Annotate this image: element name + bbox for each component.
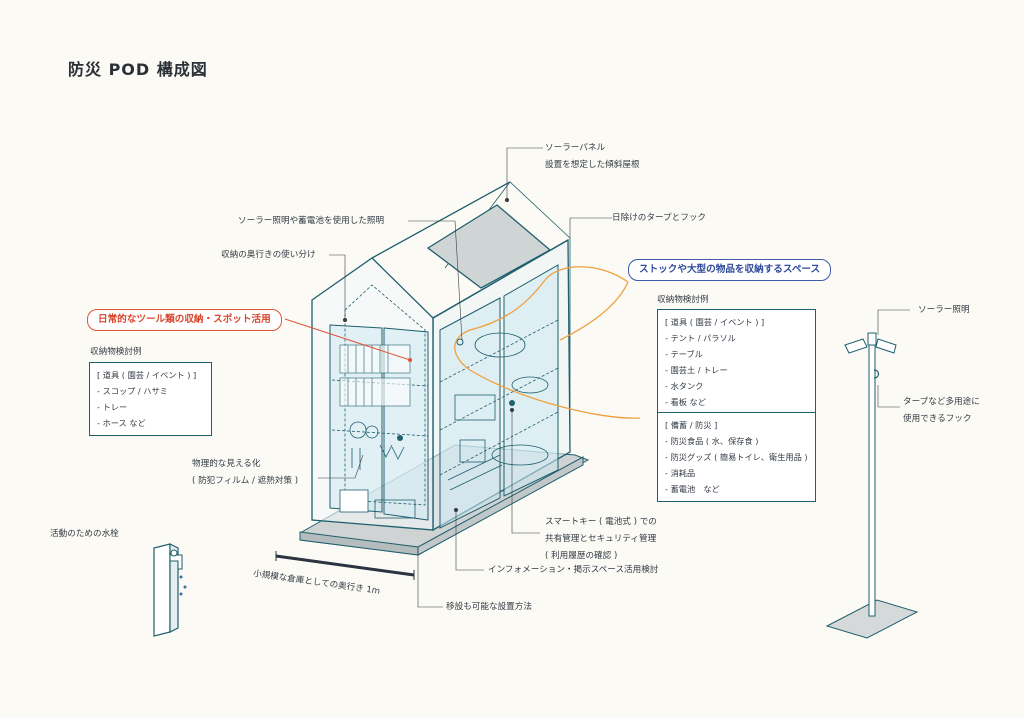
left-list-group: [ 道具 ( 園芸 / イベント ) ] — [97, 370, 197, 380]
left-list-item: ホース など — [97, 415, 205, 431]
right-list-item: 防災食品 ( 水、保存食 ) — [665, 433, 809, 449]
right-list-group1: [ 道具 ( 園芸 / イベント ) ] — [665, 317, 765, 327]
right-list-item: 看板 など — [665, 394, 809, 410]
pod-body — [311, 181, 571, 532]
callout-depth-division: 収納の奥行きの使い分け — [221, 250, 316, 260]
solar-light-pole — [825, 332, 919, 639]
highlight-daily-tools: 日常的なツール類の収納・スポット活用 — [87, 309, 282, 331]
callout-water-tap: 活動のための水栓 — [50, 529, 119, 539]
red-leader — [284, 318, 411, 361]
callout-solar-panel-line1: ソーラーパネル — [545, 143, 606, 153]
callout-solar-light: ソーラー照明 — [918, 305, 970, 315]
right-list-box-disaster: [ 備蓄 / 防災 ] 防災食品 ( 水、保存食 ) 防災グッズ ( 簡易トイレ… — [657, 412, 816, 502]
right-list-item: 水タンク — [665, 378, 809, 394]
callout-sunshade: 日除けのタープとフック — [612, 213, 707, 223]
highlight-stock-space: ストックや大型の物品を収納するスペース — [628, 259, 832, 281]
callout-hook-line1: タープなど多用途に — [903, 397, 980, 407]
right-list-heading: 収納物検討例 — [657, 295, 709, 305]
callout-smartkey-line3: ( 利用履歴の確認 ) — [545, 551, 618, 561]
left-list-box: [ 道具 ( 園芸 / イベント ) ] スコップ / ハサミ トレー ホース … — [89, 362, 212, 436]
right-list-item: テーブル — [665, 346, 809, 362]
callout-lines — [318, 147, 910, 608]
callout-visualization-line2: ( 防犯フィルム / 遮熱対策 ) — [192, 476, 299, 486]
callout-visualization: 物理的な見える化 ( 防犯フィルム / 遮熱対策 ) — [192, 456, 298, 490]
callout-solar-lighting: ソーラー照明や蓄電池を使用した照明 — [238, 216, 385, 226]
callout-solar-panel-line2: 設置を想定した傾斜屋根 — [545, 160, 640, 170]
right-list-item: 消耗品 — [665, 465, 809, 481]
right-list-item: 園芸土 / トレー — [665, 362, 809, 378]
left-list-item: トレー — [97, 399, 205, 415]
right-list-box-tools: [ 道具 ( 園芸 / イベント ) ] テント / パラソル テーブル 園芸土… — [657, 309, 816, 415]
callout-hook-line2: 使用できるフック — [903, 414, 972, 424]
right-list-item: 蓄電池 など — [665, 481, 809, 497]
right-list-item: テント / パラソル — [665, 330, 809, 346]
water-tap — [153, 543, 187, 637]
callout-relocatable: 移設も可能な設置方法 — [446, 602, 532, 612]
left-list-heading: 収納物検討例 — [90, 347, 142, 357]
callout-smartkey-line1: スマートキー ( 電池式 ) での — [545, 517, 657, 527]
callout-information: インフォメーション・掲示スペース活用検討 — [488, 565, 659, 575]
solar-panel — [426, 204, 552, 289]
right-list-item: 防災グッズ ( 簡易トイレ、衛生用品 ) — [665, 449, 809, 465]
callout-solar-panel: ソーラーパネル 設置を想定した傾斜屋根 — [545, 140, 640, 174]
diagram-title: 防災 POD 構成図 — [68, 60, 208, 79]
right-list-group2: [ 備蓄 / 防災 ] — [665, 420, 718, 430]
depth-dimension — [275, 551, 415, 580]
callout-visualization-line1: 物理的な見える化 — [192, 459, 261, 469]
highlight-lines — [454, 266, 641, 419]
callout-hook: タープなど多用途に 使用できるフック — [903, 394, 980, 428]
callout-smartkey-line2: 共有管理とセキュリティ管理 — [545, 534, 657, 544]
left-list-item: スコップ / ハサミ — [97, 383, 205, 399]
callout-smartkey: スマートキー ( 電池式 ) での 共有管理とセキュリティ管理 ( 利用履歴の確… — [545, 514, 657, 565]
